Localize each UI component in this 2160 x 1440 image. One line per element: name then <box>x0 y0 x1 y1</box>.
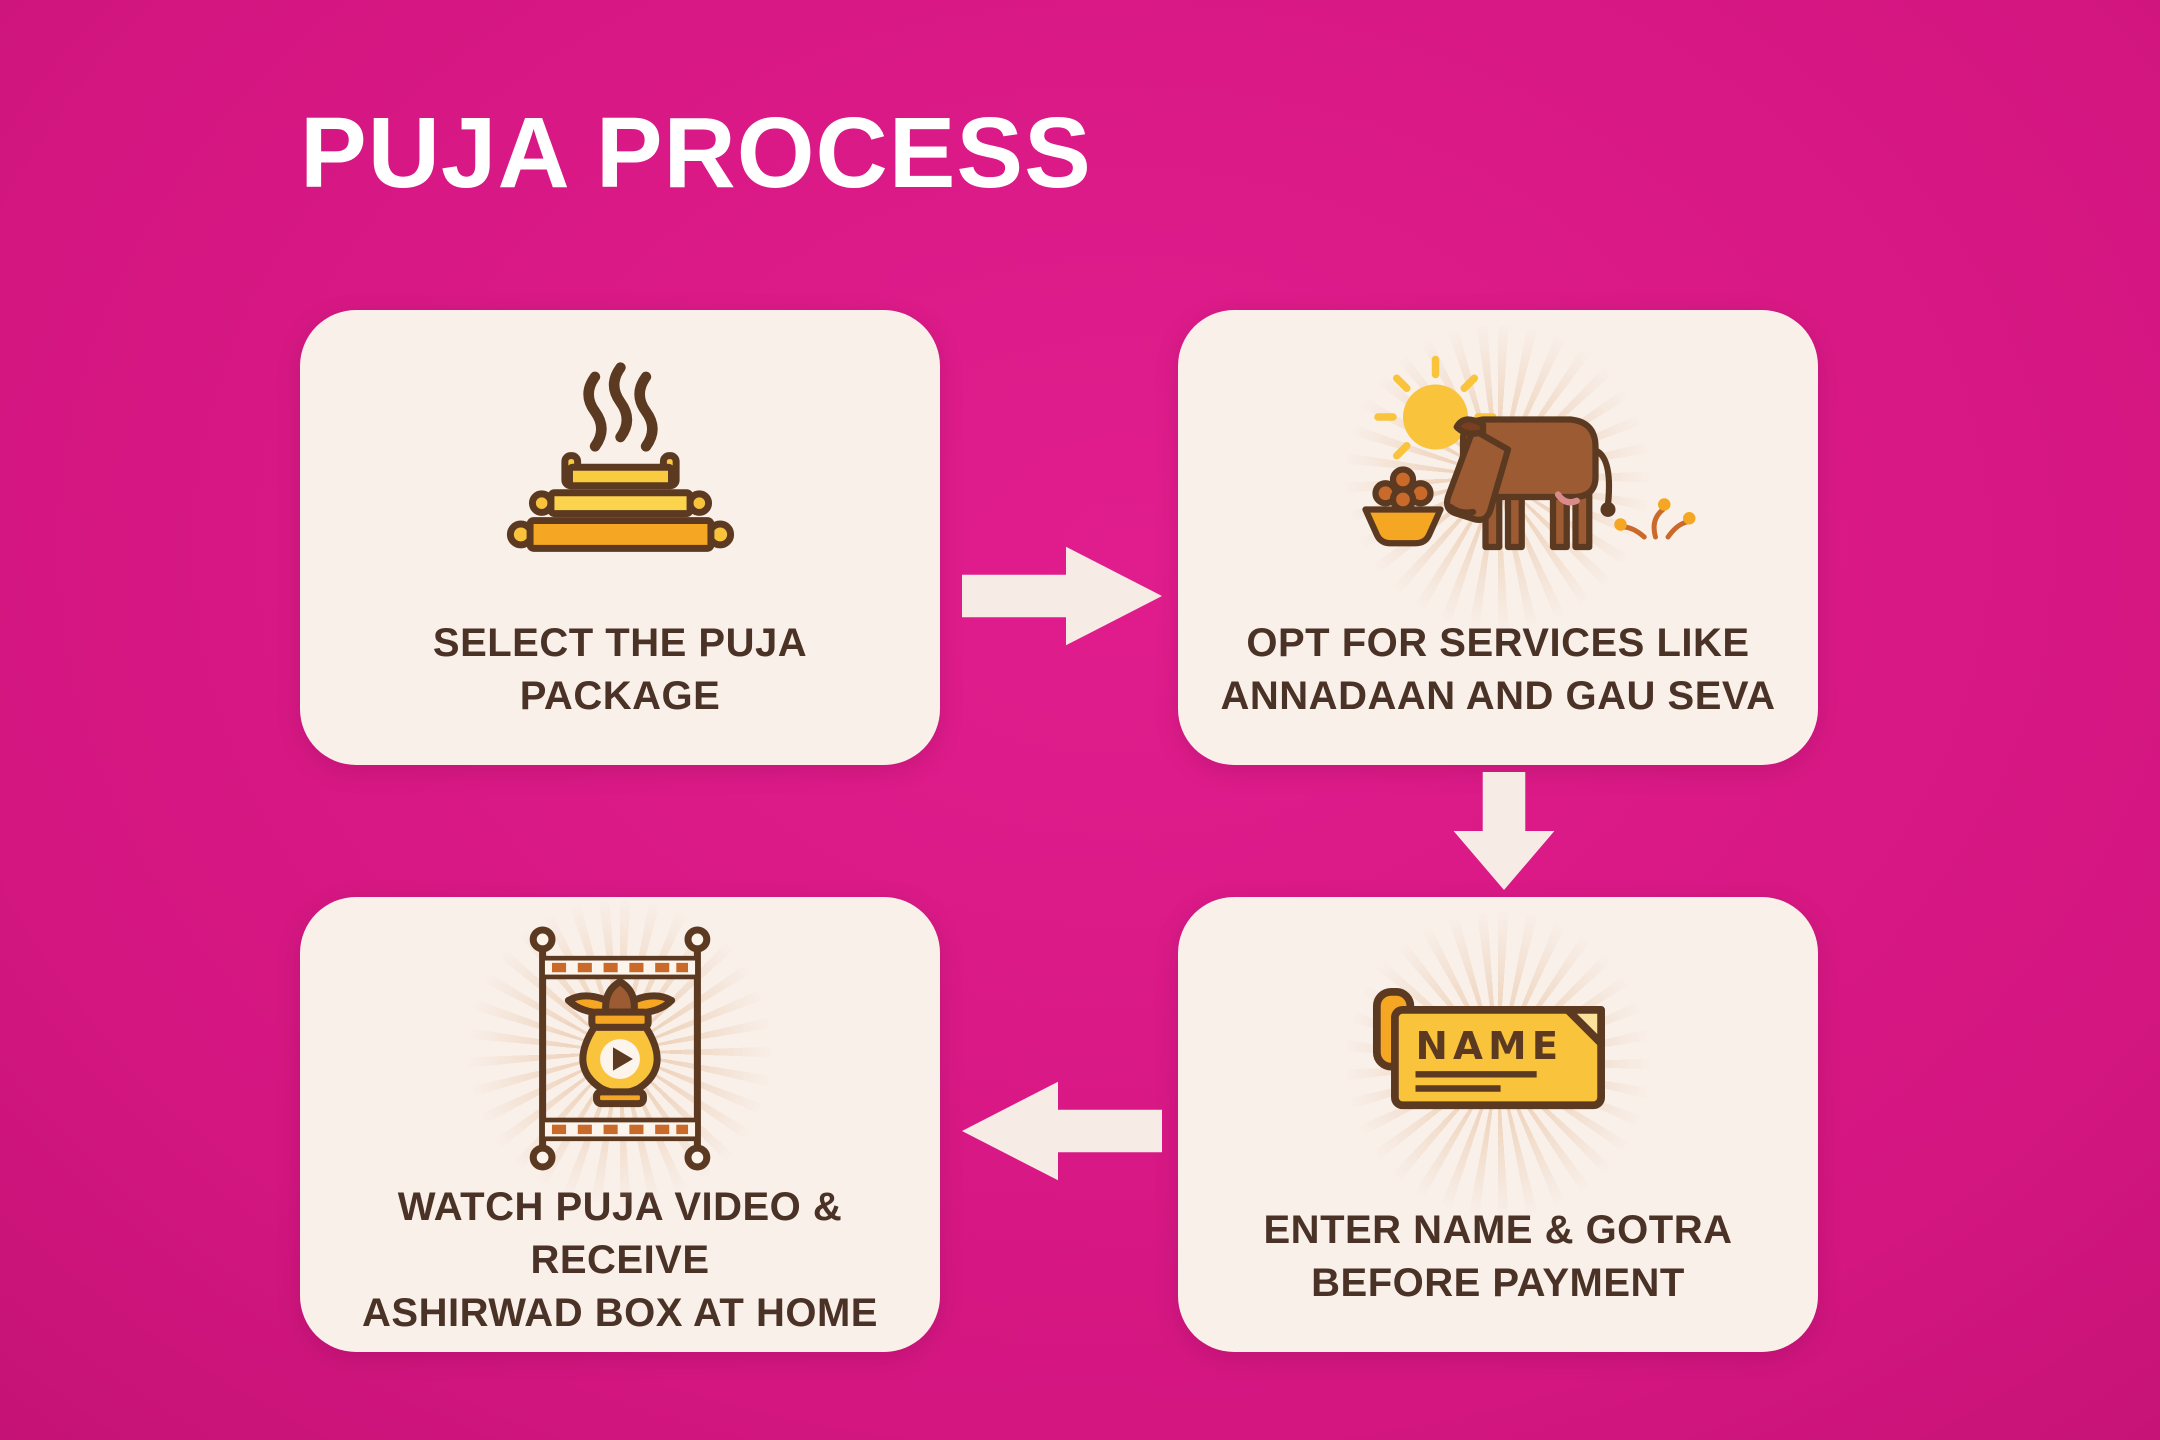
kalash-icon <box>564 978 676 1108</box>
steam-lines-icon <box>582 362 658 452</box>
cow-grazing-graphic <box>1362 355 1696 550</box>
step-4-label-line2: ASHIRWAD BOX AT HOME <box>362 1290 878 1335</box>
step-card-select-package: SELECT THE PUJA PACKAGE <box>300 310 940 765</box>
step-1-label: SELECT THE PUJA PACKAGE <box>433 617 807 723</box>
step-card-name-gotra: NAME ENTER NAME & GOTRA BEFORE PAYMENT <box>1178 897 1818 1352</box>
step-card-services: OPT FOR SERVICES LIKE ANNADAAN AND GAU S… <box>1178 310 1818 765</box>
cow-gau-seva-icon <box>1202 311 1794 642</box>
step-1-label-line2: PACKAGE <box>519 674 721 719</box>
arrow-right-icon <box>962 546 1162 646</box>
step-card-video-ashirwad: WATCH PUJA VIDEO & RECEIVE ASHIRWAD BOX … <box>300 887 940 1352</box>
plants-icon <box>1614 497 1696 540</box>
folded-corner-icon <box>1563 1005 1605 1047</box>
scroll-banner-icon <box>1391 1005 1605 1109</box>
film-strip-icon <box>540 955 700 1142</box>
puja-thali-graphic <box>506 362 734 553</box>
laddu-bowl-icon <box>1362 466 1444 547</box>
step-3-label-line2: BEFORE PAYMENT <box>1311 1261 1685 1306</box>
kalash-video-graphic <box>529 926 711 1171</box>
sun-icon <box>1403 384 1468 450</box>
arrow-down-icon <box>1453 772 1555 890</box>
name-scroll-graphic: NAME <box>1372 987 1605 1109</box>
page-title: PUJA PROCESS <box>300 97 1092 209</box>
arrow-left-icon <box>962 1081 1162 1181</box>
puja-thali-icon <box>324 336 916 617</box>
step-2-label-line2: ANNADAAN AND GAU SEVA <box>1220 674 1776 719</box>
cow-icon <box>1443 416 1616 550</box>
name-scroll-icon: NAME <box>1202 898 1794 1229</box>
kalash-video-icon <box>324 887 916 1217</box>
name-label-text: NAME <box>1416 1024 1564 1069</box>
step-1-label-line1: SELECT THE PUJA <box>432 621 808 666</box>
step-3-label: ENTER NAME & GOTRA BEFORE PAYMENT <box>1264 1204 1733 1310</box>
